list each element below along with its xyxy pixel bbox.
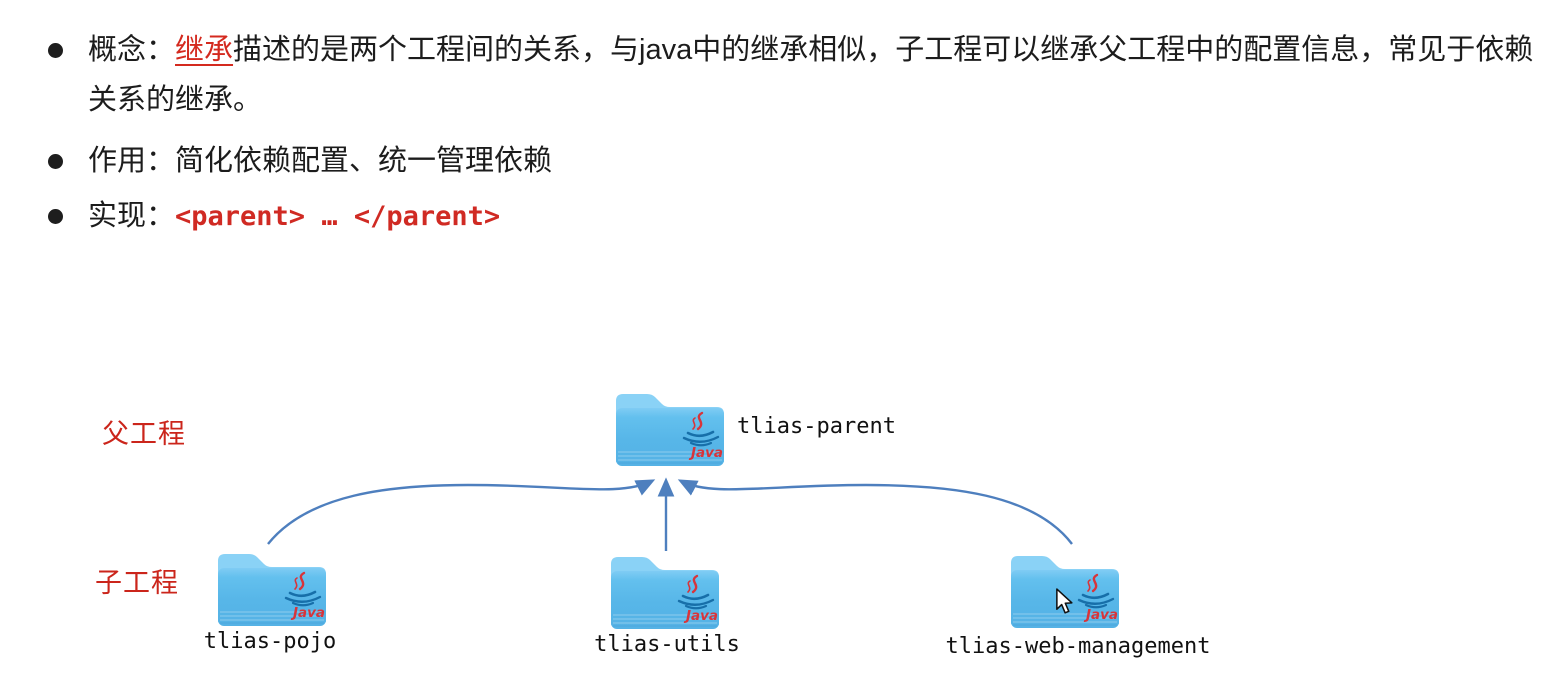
concept-text: 概念：继承描述的是两个工程间的关系，与java中的继承相似，子工程可以继承父工程… bbox=[88, 25, 1533, 125]
java-folder-icon bbox=[214, 548, 330, 628]
child-project-label: tlias-utils bbox=[594, 632, 740, 657]
parent-tier-label: 父工程 bbox=[102, 419, 186, 449]
concept-highlight: 继承 bbox=[175, 34, 234, 66]
java-folder-icon bbox=[607, 551, 723, 631]
child-project-label: tlias-web-management bbox=[945, 634, 1211, 659]
bullet-list: 概念：继承描述的是两个工程间的关系，与java中的继承相似，子工程可以继承父工程… bbox=[48, 25, 1558, 242]
bullet-dot-icon bbox=[48, 209, 63, 224]
implementation-text: 实现：<parent> … </parent> bbox=[88, 191, 500, 242]
arrow-pojo-to-parent bbox=[267, 479, 656, 545]
concept-line1: 概念：继承描述的是两个工程间的关系，与java中的继承相似，子工程可以继承父工程… bbox=[88, 25, 1533, 75]
implementation-code: <parent> … </parent> bbox=[175, 201, 501, 232]
bullet-item-purpose: 作用：简化依赖配置、统一管理依赖 bbox=[48, 136, 1558, 186]
purpose-text: 作用：简化依赖配置、统一管理依赖 bbox=[88, 136, 552, 186]
child-tier-label: 子工程 bbox=[95, 568, 179, 598]
child-project-label: tlias-pojo bbox=[203, 629, 337, 654]
concept-line2: 关系的继承。 bbox=[88, 84, 263, 116]
arrow-web-to-parent bbox=[677, 479, 1073, 545]
bullet-dot-icon bbox=[48, 43, 63, 58]
purpose-body: 简化依赖配置、统一管理依赖 bbox=[175, 145, 553, 177]
bullet-dot-icon bbox=[48, 154, 63, 169]
purpose-prefix: 作用： bbox=[88, 145, 176, 177]
bullet-item-implementation: 实现：<parent> … </parent> bbox=[48, 191, 1558, 242]
bullet-item-concept: 概念：继承描述的是两个工程间的关系，与java中的继承相似，子工程可以继承父工程… bbox=[48, 25, 1558, 125]
mouse-cursor-icon bbox=[1054, 588, 1077, 616]
implementation-prefix: 实现： bbox=[88, 200, 176, 232]
java-folder-icon bbox=[612, 388, 728, 468]
concept-prefix: 概念： bbox=[88, 34, 176, 66]
concept-line1-rest: 描述的是两个工程间的关系，与java中的继承相似，子工程可以继承父工程中的配置信… bbox=[233, 34, 1534, 66]
parent-project-label: tlias-parent bbox=[737, 414, 896, 439]
